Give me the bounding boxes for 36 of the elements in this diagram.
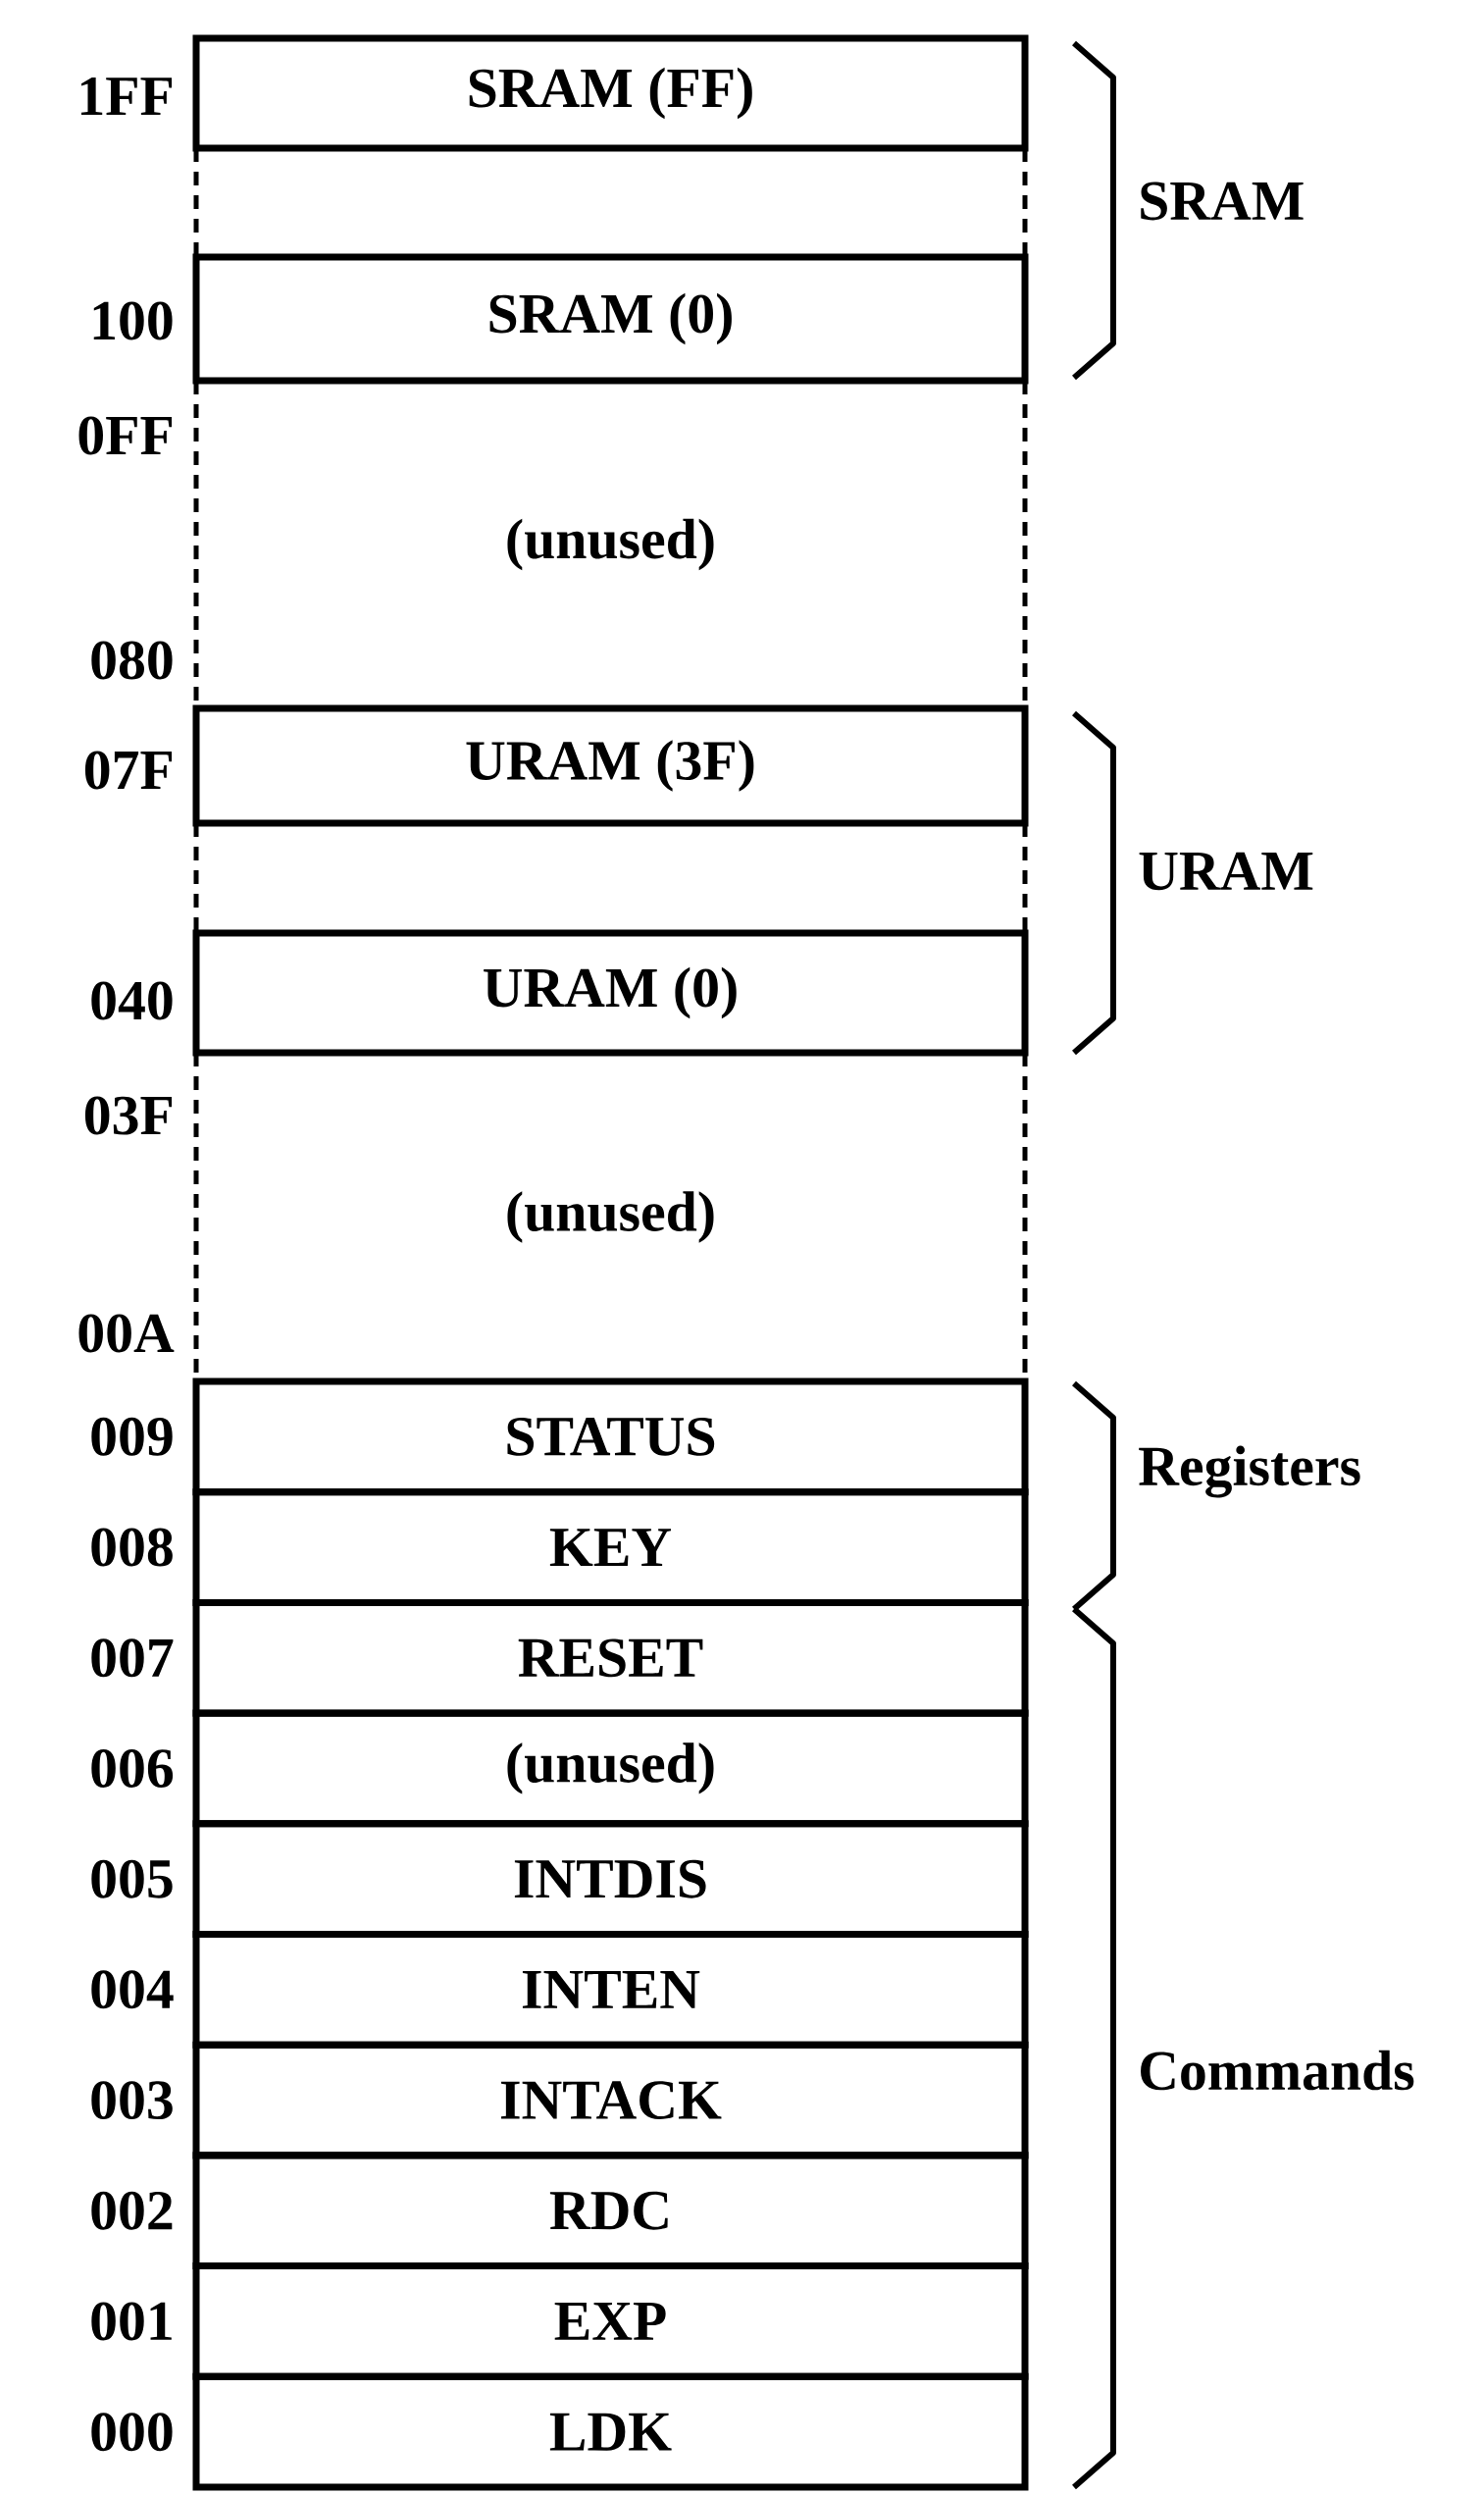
memory-cell: STATUS (192, 1377, 1029, 1496)
group-label: Registers (1139, 1445, 1360, 1498)
address-label: 007 (91, 1638, 174, 1678)
address-label: 004 (91, 1970, 174, 2009)
group-label: Commands (1141, 2050, 1414, 2091)
address-label: 1FF (80, 77, 173, 116)
memory-cell: INTEN (192, 1930, 1029, 2049)
memory-cell: INTACK (192, 2041, 1029, 2159)
address-label: 100 (93, 301, 173, 340)
address-label: 003 (91, 2081, 173, 2120)
address-label: 080 (91, 641, 173, 680)
address-label: 00A (78, 1314, 175, 1353)
memory-cell: INTDIS (192, 1820, 1029, 1939)
address-label: 03F (84, 1096, 173, 1135)
address-label: 008 (91, 1528, 173, 1567)
memory-cell: SRAM (0) (192, 253, 1029, 385)
memory-cell: KEY (192, 1488, 1029, 1606)
memory-cell: URAM (3F) (192, 704, 1029, 827)
address-label: 040 (91, 981, 173, 1020)
memory-cell: SRAM (FF) (192, 34, 1029, 152)
address-label: 07F (84, 751, 173, 790)
address-label: 001 (91, 2302, 172, 2341)
memory-cell: LDK (192, 2372, 1029, 2491)
group-label: SRAM (1141, 182, 1304, 221)
memory-cell: (unused) (192, 1709, 1029, 1828)
address-label: 009 (91, 1417, 173, 1456)
memory-cell: URAM (0) (192, 929, 1029, 1057)
memory-cell: EXP (192, 2262, 1029, 2380)
memory-cell: RESET (192, 1598, 1029, 1717)
address-label: 002 (91, 2191, 173, 2230)
address-label: 005 (91, 1859, 173, 1898)
address-label: 000 (91, 2413, 173, 2452)
address-label: 0FF (78, 416, 173, 455)
memory-cell: RDC (192, 2152, 1029, 2270)
group-label: URAM (1139, 852, 1313, 891)
address-label: 006 (91, 1749, 174, 1788)
